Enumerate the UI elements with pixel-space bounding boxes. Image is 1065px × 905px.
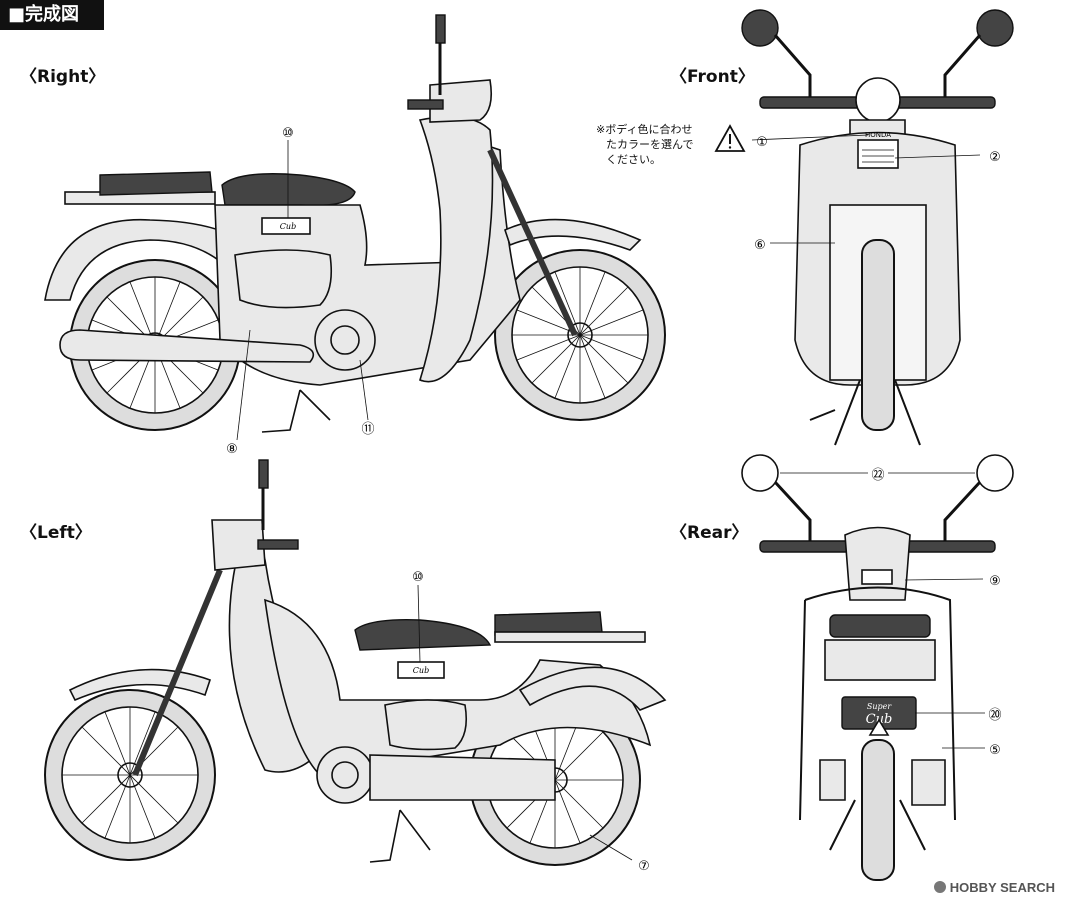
- note-line-1: ※ボディ色に合わせ: [596, 123, 693, 136]
- watermark: HOBBY SEARCH: [933, 880, 1055, 895]
- callout-2: ②: [989, 150, 1001, 165]
- left-seat: [354, 619, 492, 651]
- front-view: HONDA: [741, 9, 1014, 446]
- callout-20: ⑳: [988, 708, 1001, 723]
- note-line-3: ください。: [606, 153, 661, 166]
- rear-left-mirror: [741, 454, 779, 492]
- callout-6: ⑥: [754, 238, 766, 253]
- rear-tire: [861, 739, 895, 881]
- right-decal-plate: [261, 217, 311, 235]
- watermark-text: HOBBY SEARCH: [949, 880, 1055, 895]
- right-decal-text: Cub: [280, 222, 296, 231]
- front-tire: [861, 239, 895, 431]
- right-engine: [314, 309, 376, 371]
- right-muffler: [59, 329, 315, 363]
- callout-10-right: ⑩: [282, 126, 294, 141]
- callout-1: ①: [756, 135, 768, 150]
- callout-10-left: ⑩: [412, 570, 424, 585]
- rear-right-mirror: [976, 454, 1014, 492]
- callout-9: ⑨: [989, 574, 1001, 589]
- left-decal-plate: [397, 661, 445, 679]
- left-body-panel: [264, 598, 652, 776]
- left-engine: [316, 746, 374, 804]
- color-note: ※ボディ色に合わせ たカラーを選んで ください。: [596, 122, 716, 167]
- rear-view: Super Cub: [741, 454, 1014, 881]
- callout-22: ㉒: [871, 468, 884, 483]
- left-side-view: Cub: [44, 459, 667, 866]
- front-left-mirror: [741, 9, 779, 47]
- callout-numbers: ⑩ ⑧ ⑪ ① ② ⑥ ㉒ ⑨ ⑳ ⑤ ⑩ ⑦: [226, 126, 1001, 874]
- callout-8: ⑧: [226, 442, 238, 457]
- callout-5: ⑤: [989, 743, 1001, 758]
- warning-icon: [714, 124, 746, 152]
- view-label-left: 〈Left〉: [20, 523, 92, 543]
- leader-lines: [236, 134, 985, 861]
- view-label-front: 〈Front〉: [670, 67, 755, 87]
- front-brand-text: HONDA: [865, 131, 891, 139]
- watermark-logo-icon: [933, 881, 946, 893]
- callout-11: ⑪: [361, 422, 374, 437]
- left-chain-cover: [369, 754, 556, 801]
- left-decal-text: Cub: [413, 666, 429, 675]
- callout-7: ⑦: [638, 859, 650, 874]
- view-label-right: 〈Right〉: [20, 67, 106, 87]
- rear-decal-top: Super: [867, 702, 892, 711]
- header-title: ■完成図: [0, 0, 104, 30]
- header-title-text: 完成図: [25, 4, 80, 25]
- right-seat: [221, 173, 356, 207]
- rear-seat: [829, 614, 931, 638]
- left-rear-carrier: [494, 631, 646, 643]
- view-label-rear: 〈Rear〉: [670, 523, 749, 543]
- right-side-view: Cub: [44, 14, 666, 433]
- front-right-mirror: [976, 9, 1014, 47]
- note-line-2: たカラーを選んで: [606, 138, 694, 151]
